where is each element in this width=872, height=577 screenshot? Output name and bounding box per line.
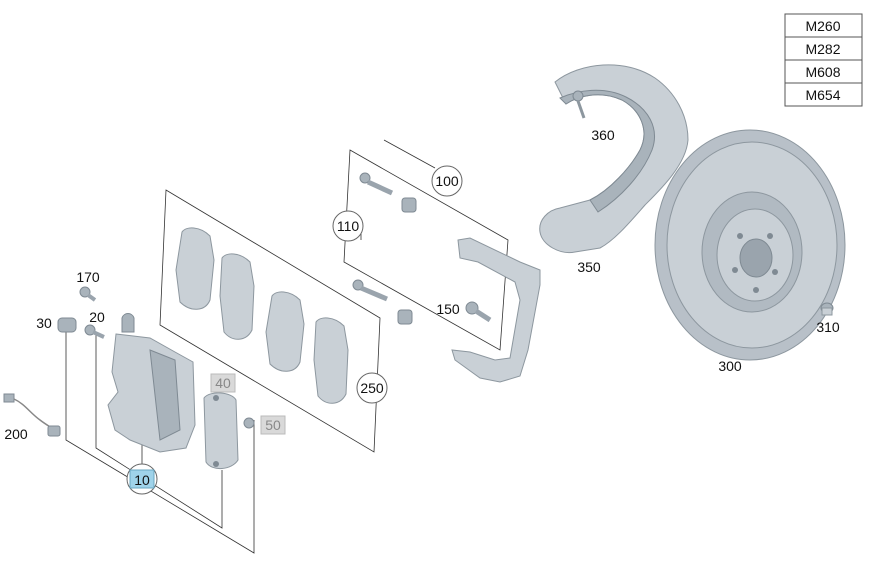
label-40: 40	[215, 375, 231, 391]
label-20: 20	[89, 309, 105, 325]
shield-screw	[572, 90, 586, 119]
callout-circle-250	[356, 372, 388, 404]
label-170: 170	[76, 269, 100, 285]
caliper-carrier	[451, 237, 541, 383]
anti-rattle-spring	[203, 392, 239, 469]
label-350: 350	[577, 259, 601, 275]
brake-rotor	[654, 129, 846, 361]
guide-bolts	[352, 172, 417, 325]
callout-circle-110	[332, 210, 364, 242]
label-110: 110	[337, 218, 360, 234]
brake-shield	[539, 64, 689, 254]
grey-box-50	[260, 415, 286, 435]
label-300: 300	[718, 358, 742, 374]
label-310: 310	[816, 319, 840, 335]
part-labels: 10 20 30 40 50 100 110 150 170 200 250 3…	[4, 127, 840, 488]
callout-circle-100	[431, 165, 463, 197]
wear-sensor	[3, 393, 61, 437]
model-m608: M608	[805, 64, 840, 80]
label-100: 100	[435, 173, 459, 189]
caliper-housing	[107, 313, 196, 453]
brake-pads	[175, 227, 349, 404]
label-200: 200	[4, 426, 28, 442]
label-360: 360	[591, 127, 615, 143]
grey-box-40	[210, 373, 236, 393]
label-150: 150	[436, 301, 460, 317]
label-250: 250	[360, 380, 384, 396]
label-50: 50	[265, 417, 281, 433]
model-m654: M654	[805, 87, 840, 103]
carrier-bolt	[465, 301, 492, 323]
label-30: 30	[36, 315, 52, 331]
model-table: M260 M282 M608 M654	[784, 13, 863, 107]
model-m282: M282	[805, 41, 840, 57]
rotor-screw	[820, 302, 834, 316]
label-10: 10	[134, 472, 150, 488]
small-parts	[57, 286, 255, 429]
highlight-box-10	[129, 469, 155, 489]
model-m260: M260	[805, 18, 840, 34]
